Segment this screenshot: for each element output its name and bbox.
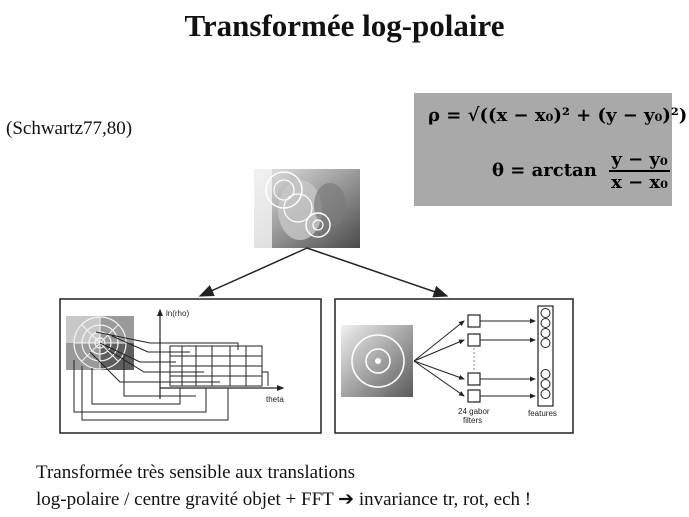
rho-lhs: ρ = [428, 105, 462, 126]
arrow-to-right-panel [306, 247, 449, 298]
x-axis-label: theta [266, 395, 284, 404]
theta-lhs: θ = arctan [492, 160, 597, 181]
caption-line2-prefix: log-polaire / centre gravité objet + FFT [36, 489, 334, 510]
theta-fraction: y − y₀ x − x₀ [609, 149, 671, 193]
features-column [537, 305, 554, 407]
theta-numerator: y − y₀ [609, 149, 671, 172]
citation: (Schwartz77,80) [6, 118, 133, 139]
arrow-to-left-panel [198, 247, 308, 297]
caption: Transformée très sensible aux translatio… [36, 460, 531, 513]
filters-label-line2: filters [463, 416, 482, 425]
mapping-lines [73, 331, 239, 421]
eye-image [341, 325, 413, 397]
caption-line2-suffix: invariance tr, rot, ech ! [358, 489, 532, 510]
log-polar-grid [169, 345, 269, 387]
caption-line2: log-polaire / centre gravité objet + FFT… [36, 486, 531, 513]
features-label: features [528, 409, 557, 418]
log-polar-mapping-panel: ln(rho) theta [59, 298, 322, 434]
gabor-filter-boxes [467, 314, 481, 403]
rho-rhs: √((x − x₀)² + (y − y₀)²) [467, 105, 688, 126]
filters-label-line1: 24 gabor [458, 407, 490, 416]
right-arrow-icon: ➔ [338, 488, 355, 510]
theta-formula: θ = arctan y − y₀ x − x₀ [492, 149, 671, 193]
slide-title: Transformée log-polaire [184, 8, 505, 43]
filter-fanout [413, 320, 465, 397]
theta-denominator: x − x₀ [611, 172, 669, 193]
face-image [254, 169, 360, 248]
feature-arrows [480, 318, 536, 399]
gabor-features-panel: 24 gabor filters features [334, 298, 574, 434]
caption-line1: Transformée très sensible aux translatio… [36, 462, 356, 483]
rho-formula: ρ = √((x − x₀)² + (y − y₀)²) [428, 105, 687, 126]
formula-box: ρ = √((x − x₀)² + (y − y₀)²) θ = arctan … [414, 93, 687, 206]
y-axis-label: ln(rho) [166, 309, 189, 318]
